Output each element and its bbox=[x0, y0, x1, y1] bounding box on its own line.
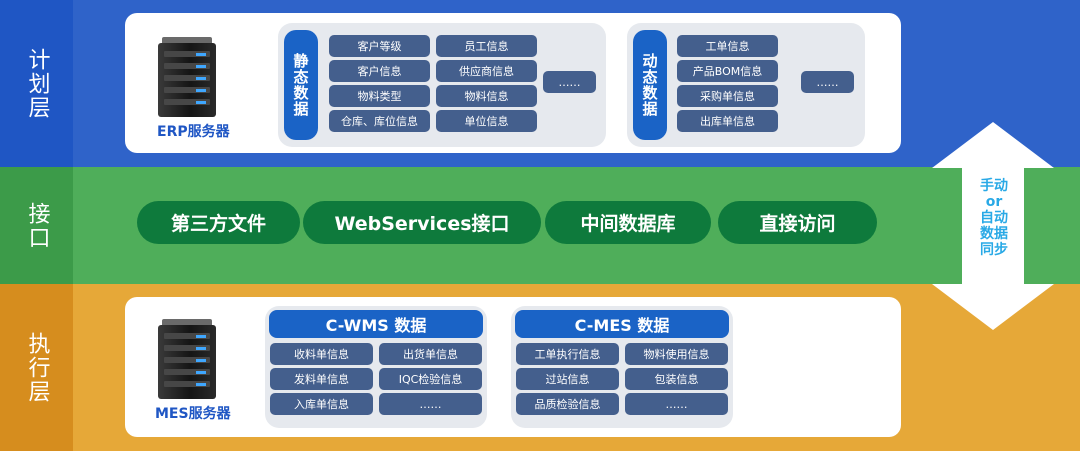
dynamic-data-label: 动态数据 bbox=[633, 30, 667, 140]
dynamic-item: 产品BOM信息 bbox=[677, 60, 778, 82]
cwms-item: 收料单信息 bbox=[270, 343, 373, 365]
erp-server-label: ERP服务器 bbox=[157, 124, 230, 140]
static-item: 仓库、库位信息 bbox=[329, 110, 430, 132]
erp-card: ERP服务器 静态数据 客户等级 员工信息 客户信息 供应商信息 物料类型 物料… bbox=[125, 13, 901, 153]
static-data-group: 静态数据 客户等级 员工信息 客户信息 供应商信息 物料类型 物料信息 仓库、库… bbox=[278, 23, 606, 147]
interface-method-direct-access: 直接访问 bbox=[718, 201, 877, 244]
static-item: 物料类型 bbox=[329, 85, 430, 107]
cmes-title: C-MES 数据 bbox=[515, 310, 729, 338]
cwms-item: 入库单信息 bbox=[270, 393, 373, 415]
cmes-item: …… bbox=[625, 393, 728, 415]
dynamic-more: …… bbox=[801, 71, 854, 93]
cwms-item: …… bbox=[379, 393, 482, 415]
sync-text-line: 数据 bbox=[980, 226, 1008, 242]
static-item: 物料信息 bbox=[436, 85, 537, 107]
cwms-title: C-WMS 数据 bbox=[269, 310, 483, 338]
cmes-item: 物料使用信息 bbox=[625, 343, 728, 365]
plan-layer-side: 计划层 bbox=[0, 0, 73, 167]
static-item: 客户等级 bbox=[329, 35, 430, 57]
static-more: …… bbox=[543, 71, 596, 93]
mes-server-icon bbox=[158, 319, 216, 399]
sync-text-line: 手动 bbox=[980, 178, 1008, 194]
static-item: 客户信息 bbox=[329, 60, 430, 82]
cwms-item: 发料单信息 bbox=[270, 368, 373, 390]
cmes-data-group: C-MES 数据 工单执行信息 物料使用信息 过站信息 包装信息 品质检验信息 … bbox=[511, 306, 733, 428]
cwms-item: IQC检验信息 bbox=[379, 368, 482, 390]
sync-text-line: 同步 bbox=[980, 242, 1008, 258]
interface-layer-side: 接口 bbox=[0, 167, 73, 284]
sync-text-line: 自动 bbox=[980, 210, 1008, 226]
execution-layer-side: 执行层 bbox=[0, 284, 73, 451]
cwms-item: 出货单信息 bbox=[379, 343, 482, 365]
sync-text: 手动 or 自动 数据 同步 bbox=[974, 178, 1014, 258]
dynamic-data-group: 动态数据 工单信息 产品BOM信息 采购单信息 出库单信息 …… bbox=[627, 23, 865, 147]
mes-card: MES服务器 C-WMS 数据 收料单信息 出货单信息 发料单信息 IQC检验信… bbox=[125, 297, 901, 437]
interface-layer-label: 接口 bbox=[24, 201, 50, 250]
cmes-item: 包装信息 bbox=[625, 368, 728, 390]
interface-method-middle-database: 中间数据库 bbox=[545, 201, 711, 244]
mes-server-label: MES服务器 bbox=[155, 406, 231, 422]
execution-layer-label: 执行层 bbox=[24, 331, 50, 404]
static-data-label: 静态数据 bbox=[284, 30, 318, 140]
interface-method-third-party-file: 第三方文件 bbox=[137, 201, 300, 244]
interface-method-webservices: WebServices接口 bbox=[303, 201, 541, 244]
cmes-item: 过站信息 bbox=[516, 368, 619, 390]
dynamic-item: 出库单信息 bbox=[677, 110, 778, 132]
plan-layer-label: 计划层 bbox=[24, 47, 50, 120]
double-arrow-icon bbox=[932, 122, 1054, 330]
dynamic-item: 采购单信息 bbox=[677, 85, 778, 107]
cmes-item: 工单执行信息 bbox=[516, 343, 619, 365]
erp-server-icon bbox=[158, 37, 216, 117]
static-item: 单位信息 bbox=[436, 110, 537, 132]
static-item: 供应商信息 bbox=[436, 60, 537, 82]
cwms-data-group: C-WMS 数据 收料单信息 出货单信息 发料单信息 IQC检验信息 入库单信息… bbox=[265, 306, 487, 428]
sync-text-line: or bbox=[985, 194, 1003, 210]
dynamic-item: 工单信息 bbox=[677, 35, 778, 57]
static-item: 员工信息 bbox=[436, 35, 537, 57]
cmes-item: 品质检验信息 bbox=[516, 393, 619, 415]
